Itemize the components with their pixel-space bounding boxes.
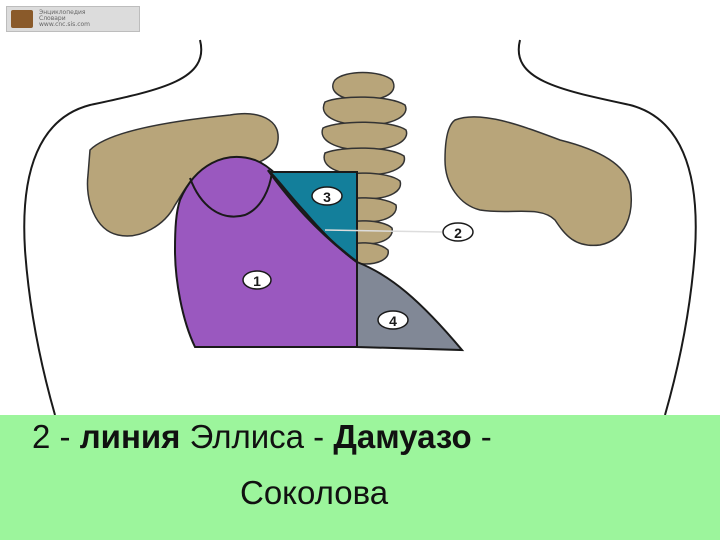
torso-outline bbox=[23, 39, 697, 416]
zone-2-text: 2 bbox=[454, 225, 462, 241]
zone-1-label: 1 bbox=[242, 270, 272, 290]
caption-part: - bbox=[471, 418, 492, 455]
caption-part: Эллиса - bbox=[180, 418, 334, 455]
caption-line-1: 2 - линия Эллиса - Дамуазо - bbox=[32, 418, 492, 456]
zone-3-label: 3 bbox=[311, 186, 343, 206]
zone-3-text: 3 bbox=[323, 189, 331, 205]
caption-bold-term: линия bbox=[79, 418, 181, 455]
zone-2-label: 2 bbox=[442, 222, 474, 242]
book-icon bbox=[11, 10, 33, 28]
ellis-line bbox=[266, 169, 358, 263]
logo-line: Словари bbox=[39, 15, 66, 22]
zone-4-text: 4 bbox=[389, 313, 397, 329]
logo-line: Энциклопедия bbox=[39, 9, 86, 16]
site-logo: Энциклопедия Словари www.cnc.sis.com bbox=[6, 6, 140, 32]
right-scapula bbox=[444, 116, 632, 247]
logo-text: Энциклопедия Словари www.cnc.sis.com bbox=[39, 10, 90, 28]
zone-4-fill bbox=[356, 260, 465, 352]
diagram-canvas: 1 2 3 4 bbox=[23, 39, 697, 416]
scapula-edge bbox=[189, 171, 273, 218]
caption-bold-name: Дамуазо bbox=[333, 418, 472, 455]
zone-2-pointer bbox=[324, 229, 443, 233]
caption-part: 2 - bbox=[32, 418, 80, 455]
zone-1-text: 1 bbox=[253, 273, 261, 289]
logo-line: www.cnc.sis.com bbox=[39, 21, 91, 28]
caption-panel bbox=[0, 415, 720, 540]
chest-diagram: 1 2 3 4 bbox=[23, 39, 697, 416]
zone-4-label: 4 bbox=[377, 310, 409, 330]
caption-line-2: Соколова bbox=[240, 474, 389, 511]
